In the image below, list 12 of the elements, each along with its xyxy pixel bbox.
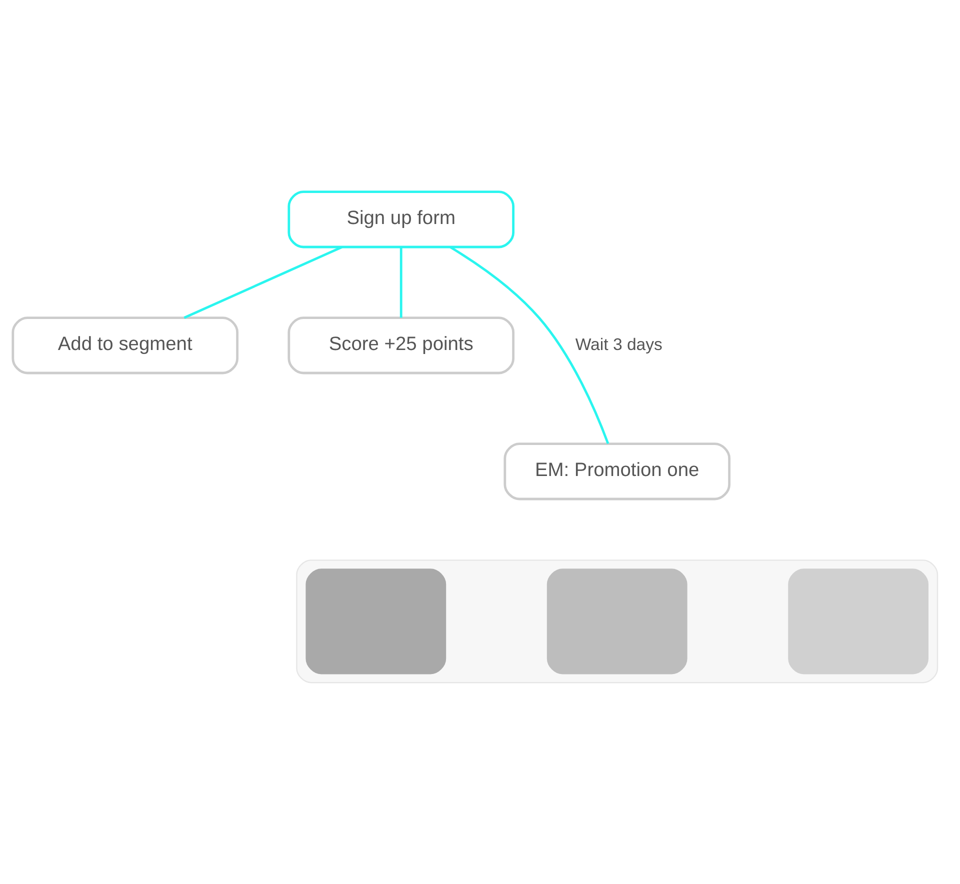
node-box [306, 568, 446, 674]
edge-label: Wait 3 days [575, 334, 662, 354]
node-box [788, 568, 928, 674]
connector [184, 246, 342, 319]
cluster [296, 560, 938, 684]
node-box: Sign up form [288, 190, 514, 248]
node-box: Score +25 points [288, 316, 514, 374]
connector [450, 246, 610, 444]
node-box [546, 568, 688, 674]
node-box: Add to segment [12, 316, 238, 374]
node-box: EM: Promotion one [504, 442, 730, 500]
connector [400, 247, 402, 318]
